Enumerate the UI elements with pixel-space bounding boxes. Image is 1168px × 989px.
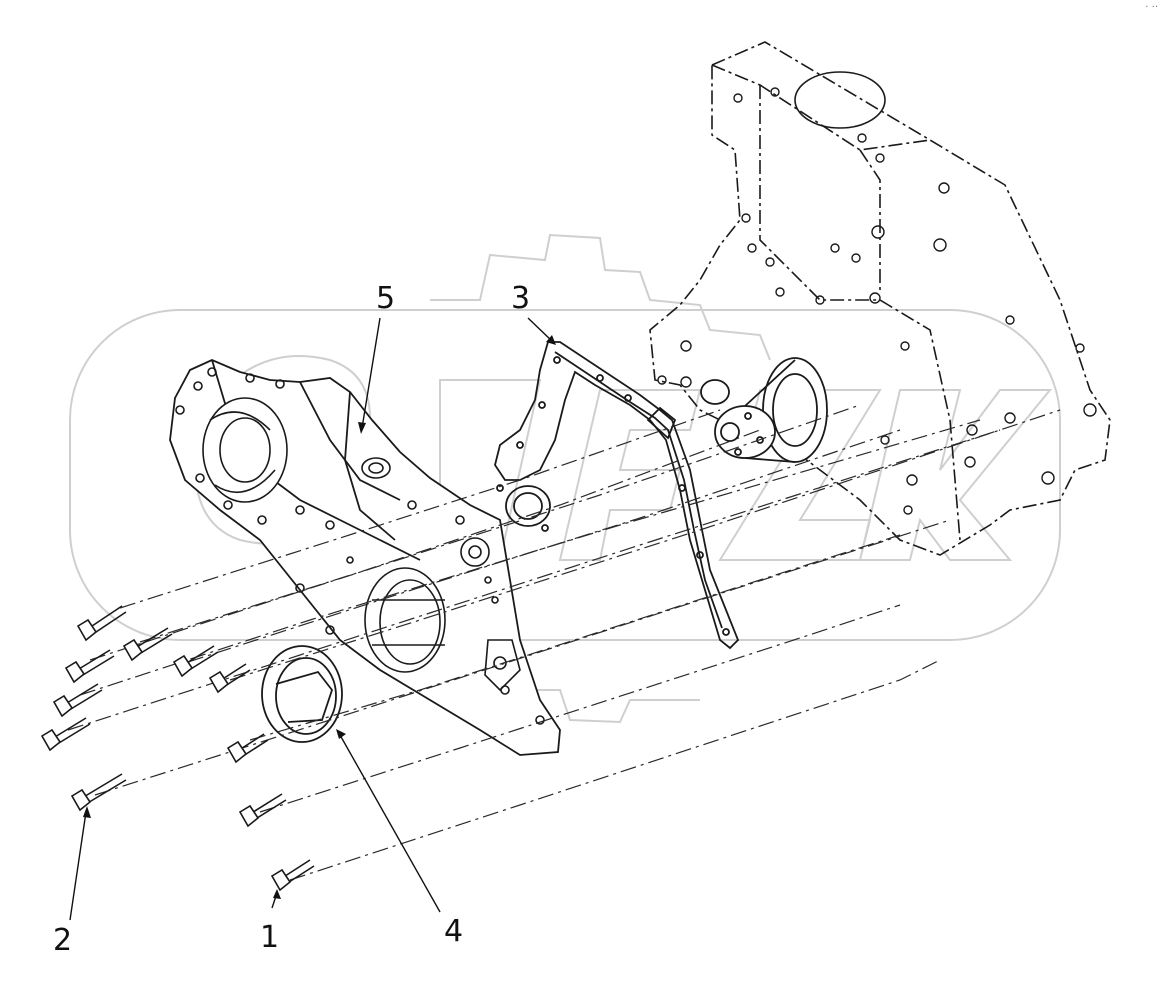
front-cover-crank-bore [364, 567, 446, 673]
bolt [52, 683, 103, 718]
bolt [208, 663, 251, 694]
leader-lines [69, 317, 554, 921]
bolt [226, 733, 269, 764]
gasket-outline [494, 341, 740, 650]
crankshaft-hub [700, 357, 828, 463]
bolt [172, 645, 219, 678]
front-cover-upper-bore [202, 397, 288, 503]
bolt [238, 793, 287, 828]
idler-boss [460, 537, 490, 567]
bolt [70, 773, 127, 812]
engine-block-top-face [711, 64, 931, 151]
engine-block-outline [649, 41, 1111, 556]
engine-block-holes [657, 87, 1097, 515]
front-oil-seal [261, 645, 343, 743]
gasket-seal-opening [505, 485, 551, 527]
leader-4 [339, 734, 441, 913]
gasket [494, 341, 740, 650]
leader-2 [69, 811, 87, 921]
callout-3: 3 [511, 281, 531, 316]
callout-1: 1 [260, 920, 280, 955]
engine-block [649, 41, 1111, 556]
engine-block-edge [759, 85, 961, 541]
leader-arrowheads [83, 335, 556, 899]
watermark-gear-outline [430, 233, 771, 724]
watermark-rounded-band [69, 309, 1061, 641]
leader-5 [361, 317, 381, 429]
bolt [64, 649, 115, 684]
bolts [40, 605, 315, 892]
front-cover-features [175, 367, 545, 725]
bolt [40, 717, 91, 752]
callout-4: 4 [444, 914, 464, 949]
corner-mark: · ·· [1145, 2, 1158, 13]
bolt [122, 627, 173, 662]
engine-block-bore [794, 71, 886, 129]
oil-filler-boss [361, 457, 391, 479]
bolt [76, 605, 127, 642]
leader-3 [527, 317, 554, 343]
bolt [270, 859, 315, 892]
callout-2: 2 [53, 923, 73, 958]
callout-5: 5 [376, 281, 396, 316]
engine-block-ridge [859, 149, 881, 290]
